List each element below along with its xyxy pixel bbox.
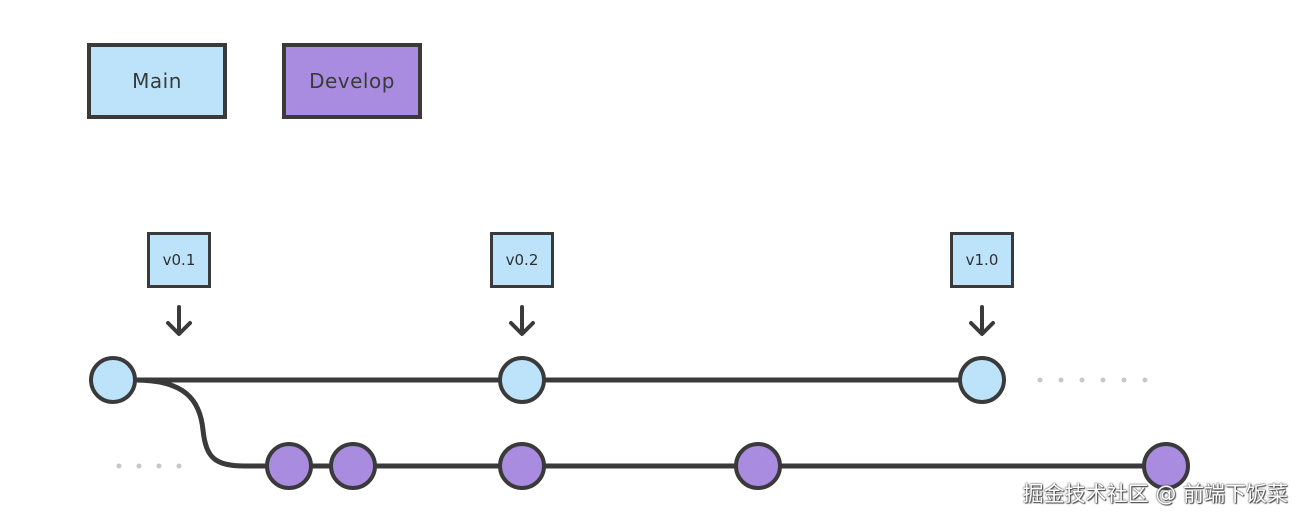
main-continuation-dots	[1037, 377, 1148, 383]
main-commit-node	[958, 356, 1006, 404]
arrow-down-icon	[509, 305, 535, 336]
legend-develop-label: Develop	[309, 69, 395, 93]
develop-commit-node	[1142, 442, 1190, 490]
legend-develop-box: Develop	[282, 43, 422, 119]
watermark-text: 掘金技术社区 @ 前端下饭菜	[1022, 482, 1288, 506]
arrow-down-icon	[969, 305, 995, 336]
main-commit-node	[498, 356, 546, 404]
version-tag-v1-0: v1.0	[950, 232, 1014, 288]
develop-leading-dots	[116, 463, 182, 469]
arrow-down-icon	[166, 305, 192, 336]
version-tag-v0-1: v0.1	[147, 232, 211, 288]
develop-branch-curve	[134, 377, 289, 469]
version-tag-label: v0.2	[505, 251, 539, 269]
develop-commit-node	[329, 442, 377, 490]
develop-commit-node	[265, 442, 313, 490]
develop-commit-node	[734, 442, 782, 490]
version-tag-label: v0.1	[162, 251, 196, 269]
develop-commit-node	[498, 442, 546, 490]
legend-main-box: Main	[87, 43, 227, 119]
legend-main-label: Main	[132, 69, 182, 93]
main-commit-node	[89, 356, 137, 404]
version-tag-v0-2: v0.2	[490, 232, 554, 288]
version-tag-label: v1.0	[965, 251, 999, 269]
